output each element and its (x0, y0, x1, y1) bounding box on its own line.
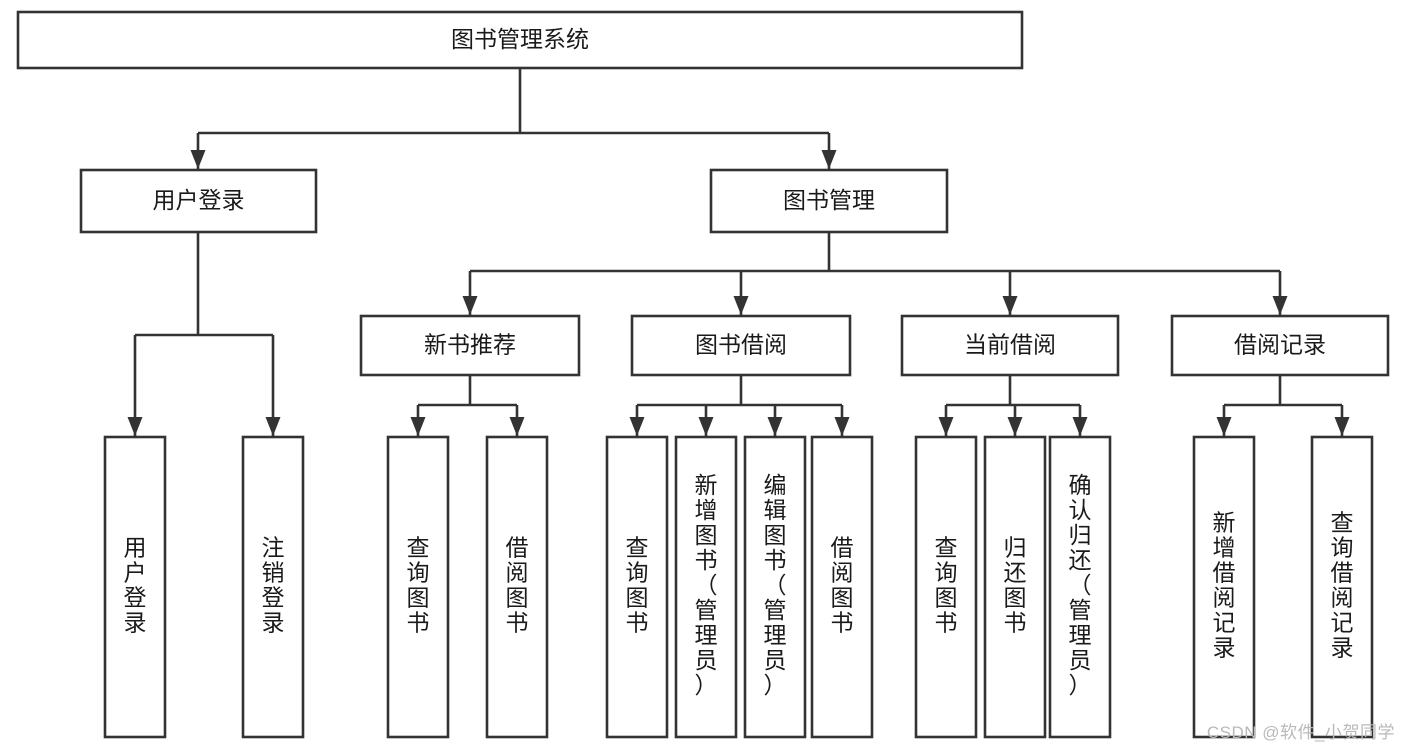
node-label: 图书管理 (783, 187, 875, 213)
arrow-head-icon (733, 296, 749, 315)
node-box[interactable] (983, 435, 1047, 739)
node-label: 查询图书 (407, 535, 430, 636)
node-current-borrow[interactable]: 当前借阅 (900, 314, 1120, 377)
node-box[interactable] (810, 435, 874, 739)
connector-user-login-bus (127, 232, 281, 436)
arrow-head-icon (698, 417, 714, 436)
node-leaf-borrow-book-recommend[interactable]: 借阅图书 (485, 435, 549, 739)
node-label: 图书管理系统 (451, 26, 589, 52)
node-label: 新增图书（管理员） (695, 472, 718, 698)
node-box[interactable] (1048, 435, 1112, 739)
arrow-head-icon (410, 417, 426, 436)
node-label: 新书推荐 (424, 332, 516, 358)
node-box[interactable] (359, 314, 581, 377)
arrow-head-icon (834, 417, 850, 436)
node-leaf-logout-login[interactable]: 注销登录 (241, 435, 305, 739)
node-new-book-recommend[interactable]: 新书推荐 (359, 314, 581, 377)
node-leaf-query-book-borrow[interactable]: 查询图书 (605, 435, 669, 739)
arrow-head-icon (265, 417, 281, 436)
node-label: 查询图书 (935, 535, 958, 636)
arrow-head-icon (1072, 417, 1088, 436)
node-label: 当前借阅 (964, 332, 1056, 358)
node-box[interactable] (485, 435, 549, 739)
node-box[interactable] (1170, 314, 1390, 377)
node-label: 注销登录 (262, 535, 285, 636)
node-book-management[interactable]: 图书管理 (709, 168, 949, 234)
node-label: 确认归还（管理员） (1069, 472, 1092, 698)
node-leaf-add-borrow-record[interactable]: 新增借阅记录 (1192, 435, 1256, 739)
arrow-head-icon (1007, 417, 1023, 436)
node-box[interactable] (605, 435, 669, 739)
arrow-head-icon (462, 296, 478, 315)
node-label: 借阅图书 (831, 535, 854, 636)
node-label: 归还图书 (1004, 535, 1027, 636)
node-label: 用户登录 (124, 535, 147, 636)
connector-book-borrow-bus (629, 375, 850, 436)
node-box[interactable] (386, 435, 450, 739)
node-box[interactable] (1310, 435, 1374, 739)
node-leaf-add-book-admin[interactable]: 新增图书（管理员） (674, 435, 738, 739)
node-leaf-query-borrow-record[interactable]: 查询借阅记录 (1310, 435, 1374, 739)
node-box[interactable] (79, 168, 318, 234)
arrow-head-icon (767, 417, 783, 436)
arrow-head-icon (629, 417, 645, 436)
node-label: 用户登录 (153, 187, 245, 213)
node-leaf-borrow-book[interactable]: 借阅图书 (810, 435, 874, 739)
node-layer: 图书管理系统用户登录图书管理新书推荐图书借阅当前借阅借阅记录用户登录注销登录查询… (16, 10, 1390, 739)
connector-book-management-bus (462, 232, 1288, 315)
node-borrow-record[interactable]: 借阅记录 (1170, 314, 1390, 377)
arrow-head-icon (1334, 417, 1350, 436)
arrow-head-icon (1272, 296, 1288, 315)
node-leaf-query-book-recommend[interactable]: 查询图书 (386, 435, 450, 739)
arrow-head-icon (127, 417, 143, 436)
node-box[interactable] (1192, 435, 1256, 739)
node-box[interactable] (630, 314, 852, 377)
node-box[interactable] (900, 314, 1120, 377)
arrow-head-icon (509, 417, 525, 436)
node-leaf-return-book[interactable]: 归还图书 (983, 435, 1047, 739)
node-leaf-edit-book-admin[interactable]: 编辑图书（管理员） (743, 435, 807, 739)
node-leaf-user-login[interactable]: 用户登录 (103, 435, 167, 739)
node-leaf-query-book-current[interactable]: 查询图书 (914, 435, 978, 739)
node-box[interactable] (103, 435, 167, 739)
node-box[interactable] (674, 435, 738, 739)
node-label: 借阅记录 (1234, 332, 1326, 358)
arrow-head-icon (821, 150, 837, 169)
connector-root-bus (190, 68, 837, 169)
watermark-text: CSDN @软件_小贺同学 (1206, 723, 1395, 742)
node-leaf-confirm-return-admin[interactable]: 确认归还（管理员） (1048, 435, 1112, 739)
node-book-borrow[interactable]: 图书借阅 (630, 314, 852, 377)
node-box[interactable] (709, 168, 949, 234)
arrow-head-icon (1002, 296, 1018, 315)
node-label: 编辑图书（管理员） (764, 472, 787, 698)
node-label: 图书借阅 (695, 332, 787, 358)
node-box[interactable] (914, 435, 978, 739)
node-root[interactable]: 图书管理系统 (16, 10, 1024, 70)
arrow-head-icon (938, 417, 954, 436)
connector-layer (127, 68, 1350, 436)
node-label: 新增借阅记录 (1213, 510, 1236, 661)
arrow-head-icon (1216, 417, 1232, 436)
connector-new-book-recommend-bus (410, 375, 525, 436)
connector-borrow-record-bus (1216, 375, 1350, 436)
node-label: 查询借阅记录 (1331, 510, 1354, 661)
connector-current-borrow-bus (938, 375, 1088, 436)
node-box[interactable] (743, 435, 807, 739)
node-label: 查询图书 (626, 535, 649, 636)
node-box[interactable] (241, 435, 305, 739)
node-box[interactable] (16, 10, 1024, 70)
arrow-head-icon (190, 150, 206, 169)
node-user-login[interactable]: 用户登录 (79, 168, 318, 234)
node-label: 借阅图书 (506, 535, 529, 636)
